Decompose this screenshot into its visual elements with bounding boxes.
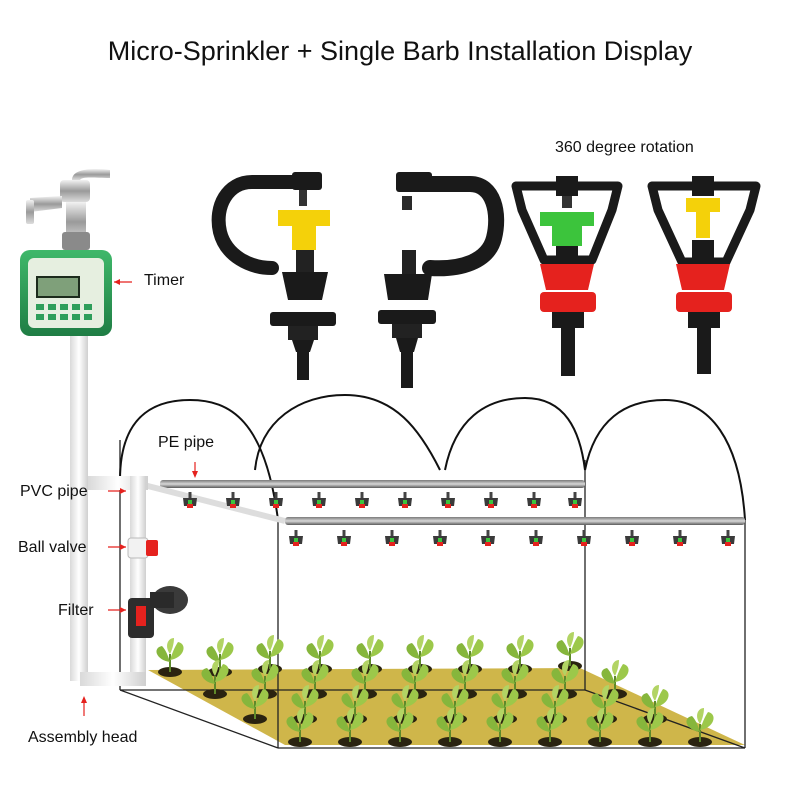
pe-pipe-arrow	[192, 462, 198, 478]
page-title: Micro-Sprinkler + Single Barb Installati…	[107, 36, 693, 66]
faucet	[26, 169, 110, 250]
timer-label: Timer	[144, 272, 185, 289]
pe-pipes	[139, 480, 745, 525]
mini-sprinklers-row-1	[183, 492, 582, 508]
pvc-pipe-label: PVC pipe	[20, 483, 88, 500]
pe-pipe-label: PE pipe	[158, 434, 215, 451]
ball-valve	[108, 537, 158, 559]
micro-sprinkler-u-yellow	[211, 172, 336, 380]
assembly-head-label: Assembly head	[28, 729, 138, 746]
micro-sprinkler-u-black	[378, 172, 505, 388]
mini-sprinklers-row-2	[289, 530, 735, 546]
ball-valve-label: Ball valve	[18, 539, 87, 556]
assembly-head-arrow	[81, 696, 87, 716]
micro-sprinkler-bridge-yellow	[647, 176, 761, 374]
micro-sprinkler-bridge-green	[511, 176, 623, 376]
filter-label: Filter	[58, 602, 94, 619]
rotation-label: 360 degree rotation	[555, 139, 694, 156]
filter-device	[108, 586, 188, 638]
timer-device	[20, 250, 132, 336]
